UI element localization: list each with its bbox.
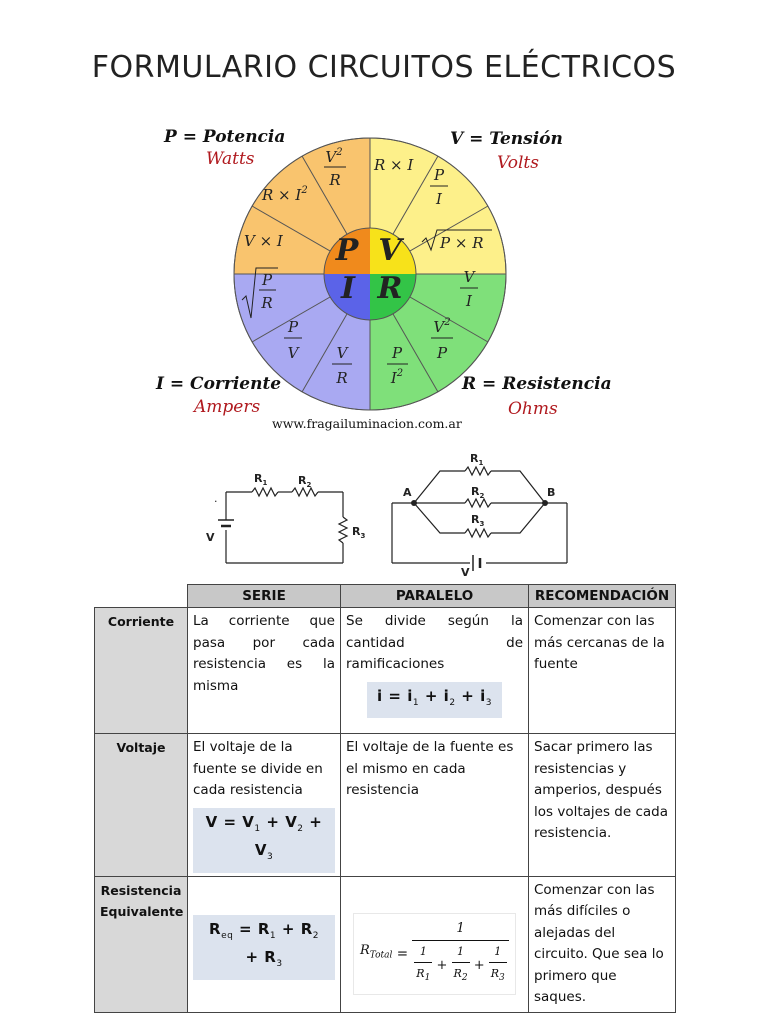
wheel-center-p xyxy=(324,228,370,274)
wheel-center-i xyxy=(324,274,370,320)
formula-v-times-i: V × I xyxy=(244,232,284,250)
label-potencia: P = Potencia xyxy=(163,127,285,147)
formula-v-over-i: V I xyxy=(460,268,478,310)
voltaje-recomendacion-text: Sacar primero las resistencias y amperio… xyxy=(528,733,676,877)
parallel-r2-label: R2 xyxy=(471,485,484,500)
label-tension: V = Tensión xyxy=(450,129,563,149)
row-label-voltaje: Voltaje xyxy=(94,733,188,877)
corriente-paralelo-formula: i = i1 + i2 + i3 xyxy=(367,681,502,718)
svg-text:I: I xyxy=(465,292,473,310)
corriente-paralelo-cell: Se divide según la cantidad de ramificac… xyxy=(340,607,529,734)
parallel-r1-label: R1 xyxy=(470,452,483,467)
series-r2-label: R2 xyxy=(298,474,311,489)
series-r1-label: R1 xyxy=(254,472,267,487)
unit-watts: Watts xyxy=(206,149,255,169)
row-label-corriente: Corriente xyxy=(94,607,188,734)
power-wheel-diagram: P V I R V × I R × I2 V2 R R × I P I P × … xyxy=(155,127,612,431)
voltaje-serie-text: El voltaje de la fuente se divide en cad… xyxy=(193,739,323,798)
wheel-center-r xyxy=(370,274,416,320)
svg-text:R: R xyxy=(260,294,272,312)
formula-r-times-i-tension: R × I xyxy=(373,156,414,174)
parallel-v-label: V xyxy=(461,566,470,579)
circuit-diagrams: R1 R2 R3 V . R1 R2 R3 A B V xyxy=(206,452,568,579)
svg-text:R: R xyxy=(335,369,347,387)
unit-ohms: Ohms xyxy=(508,399,558,419)
formula-table: SERIE PARALELO RECOMENDACIÓN Corriente L… xyxy=(94,584,676,1013)
svg-text:P: P xyxy=(433,166,445,184)
formula-r-times-i-squared: R × I2 xyxy=(261,185,308,204)
center-letter-i: I xyxy=(340,271,356,306)
formula-sqrt-p-over-r: P R xyxy=(241,267,278,319)
svg-text:P: P xyxy=(391,344,403,362)
resistencia-serie-cell: Req = R1 + R2 + R3 xyxy=(187,875,341,1013)
corriente-recomendacion-text: Comenzar con las más cercanas de la fuen… xyxy=(528,607,676,734)
svg-text:P: P xyxy=(436,344,448,362)
table-row-resistencia: Resistencia Equivalente Req = R1 + R2 + … xyxy=(94,875,676,1013)
formula-p-over-i: P I xyxy=(430,166,448,208)
resistencia-serie-formula: Req = R1 + R2 + R3 xyxy=(193,914,335,980)
header-serie: SERIE xyxy=(187,584,341,608)
center-letter-v: V xyxy=(378,233,404,268)
parallel-node-a: A xyxy=(403,486,412,499)
svg-text:P × R: P × R xyxy=(439,234,484,252)
parallel-r3-label: R3 xyxy=(471,513,484,528)
formula-p-over-v: P V xyxy=(284,318,302,362)
formula-sqrt-p-times-r: P × R xyxy=(421,229,492,252)
parallel-circuit xyxy=(391,465,568,571)
svg-text:V: V xyxy=(288,344,301,362)
svg-text:V: V xyxy=(337,344,350,362)
row-label-resistencia: Resistencia Equivalente xyxy=(94,875,188,1013)
svg-text:P: P xyxy=(261,271,273,289)
corriente-paralelo-text: Se divide según la cantidad de ramificac… xyxy=(346,613,523,672)
series-dot: . xyxy=(214,492,218,505)
wheel-center-v xyxy=(370,228,416,274)
formula-v-over-r: V R xyxy=(332,344,352,387)
unit-volts: Volts xyxy=(497,153,539,173)
table-header-row: SERIE PARALELO RECOMENDACIÓN xyxy=(94,584,676,608)
center-letter-r: R xyxy=(377,271,403,306)
row-label-resistencia-line1: Resistencia xyxy=(100,882,182,898)
series-v-label: V xyxy=(206,531,215,544)
header-blank-cell xyxy=(94,584,188,608)
voltaje-serie-cell: El voltaje de la fuente se divide en cad… xyxy=(187,733,341,877)
svg-text:P: P xyxy=(287,318,299,336)
resistencia-recomendacion-text: Comenzar con las más difíciles o alejada… xyxy=(528,875,676,1013)
label-resistencia: R = Resistencia xyxy=(461,374,612,394)
unit-ampers: Ampers xyxy=(192,397,260,417)
table-row-voltaje: Voltaje El voltaje de la fuente se divid… xyxy=(94,733,676,877)
row-label-resistencia-line2: Equivalente xyxy=(100,904,184,919)
corriente-serie-text: La corriente que pasa por cada resistenc… xyxy=(187,607,341,734)
header-paralelo: PARALELO xyxy=(340,584,529,608)
center-letter-p: P xyxy=(335,233,360,268)
header-recomendacion: RECOMENDACIÓN xyxy=(528,584,676,608)
series-r3-label: R3 xyxy=(352,525,365,540)
svg-text:I: I xyxy=(435,190,443,208)
label-corriente: I = Corriente xyxy=(155,374,281,394)
voltaje-paralelo-text: El voltaje de la fuente es el mismo en c… xyxy=(340,733,529,877)
voltaje-serie-formula: V = V1 + V2 + V3 xyxy=(193,807,335,873)
svg-text:R: R xyxy=(328,171,340,189)
table-row-corriente: Corriente La corriente que pasa por cada… xyxy=(94,607,676,734)
parallel-node-b: B xyxy=(547,486,555,499)
svg-text:V: V xyxy=(464,268,477,286)
series-circuit xyxy=(218,486,349,564)
page-title: FORMULARIO CIRCUITOS ELÉCTRICOS xyxy=(91,50,677,85)
website-url: www.fragailuminacion.com.ar xyxy=(272,416,462,431)
